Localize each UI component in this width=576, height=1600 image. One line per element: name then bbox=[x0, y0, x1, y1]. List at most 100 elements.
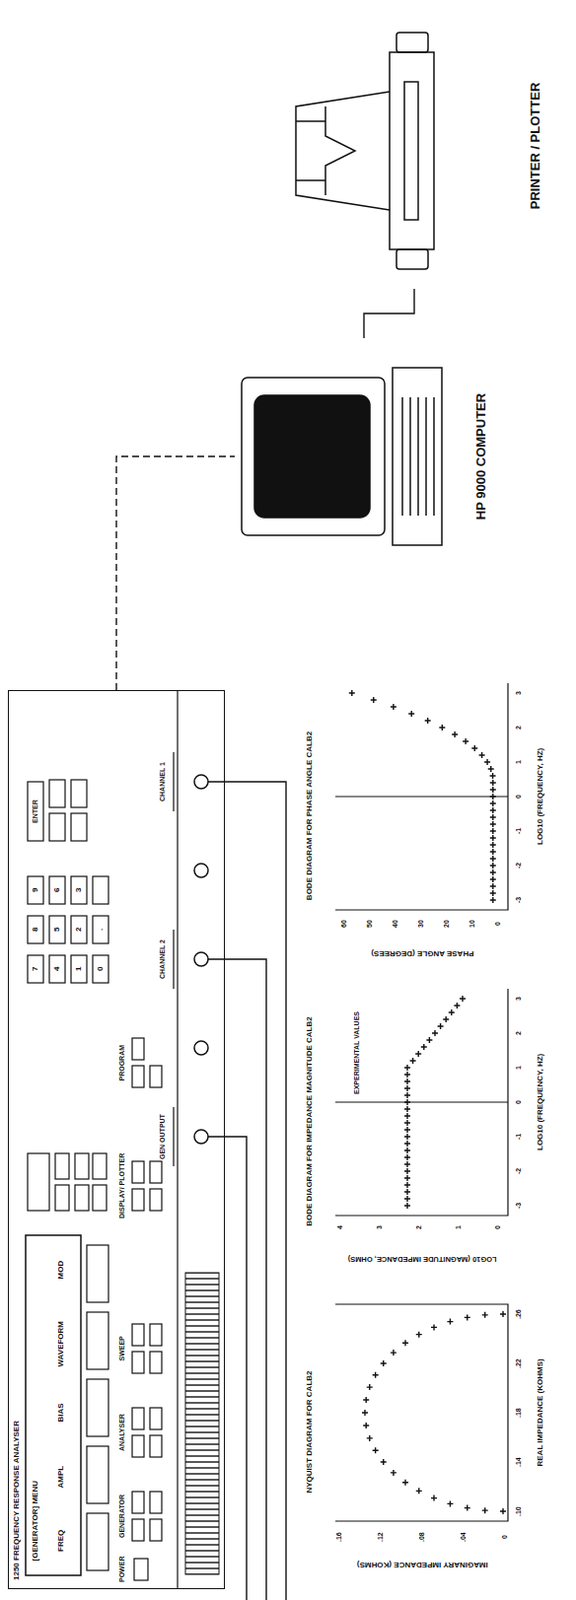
printer-drawing bbox=[295, 120, 326, 123]
analyser-panel bbox=[149, 1436, 162, 1458]
data-point bbox=[404, 1127, 411, 1134]
chart-label: -1 bbox=[514, 1134, 523, 1141]
printer-drawing bbox=[404, 81, 419, 220]
printer-drawing bbox=[396, 249, 429, 270]
data-point bbox=[404, 1113, 411, 1120]
data-point bbox=[416, 1332, 423, 1339]
panel-legend: 9 bbox=[31, 888, 41, 893]
panel-legend: FREQ bbox=[57, 1530, 67, 1553]
data-point bbox=[402, 1340, 409, 1347]
chart-label: 2 bbox=[514, 725, 523, 730]
data-point bbox=[404, 1120, 411, 1127]
input-jacks bbox=[194, 775, 209, 790]
panel-legend: BIAS bbox=[57, 1403, 67, 1423]
chart-label: 2 bbox=[415, 1225, 424, 1230]
analyser-panel bbox=[74, 1185, 89, 1212]
analyser-panel bbox=[27, 782, 44, 842]
data-point bbox=[349, 690, 356, 697]
panel-legend: AMPL bbox=[57, 1466, 67, 1490]
data-point bbox=[410, 1058, 417, 1065]
data-point bbox=[437, 1023, 444, 1030]
data-point bbox=[490, 869, 497, 876]
data-point bbox=[404, 1072, 411, 1079]
input-jacks bbox=[194, 1130, 209, 1145]
chart-label: 0 bbox=[501, 1535, 509, 1540]
chart-label: 60 bbox=[340, 920, 349, 929]
panel-legend: ANALYSER bbox=[118, 1414, 127, 1452]
panel-legend: 1 bbox=[74, 967, 84, 972]
analyser-panel bbox=[49, 813, 66, 842]
analyser-panel bbox=[132, 1161, 144, 1184]
printer-drawing bbox=[295, 179, 326, 182]
chart-label: .10 bbox=[514, 1507, 523, 1517]
analyser-panel bbox=[86, 1446, 109, 1505]
panel-legend: DISPLAY/ PLOTTER bbox=[118, 1153, 127, 1220]
analyser-panel bbox=[86, 1245, 109, 1303]
analyser-panel bbox=[25, 1235, 81, 1577]
printer-drawing bbox=[396, 32, 429, 53]
data-point bbox=[404, 1085, 411, 1092]
computer-drawing bbox=[425, 397, 428, 516]
analyser-panel bbox=[176, 690, 178, 1590]
analyser-panel bbox=[92, 1185, 107, 1212]
chart-label: .04 bbox=[459, 1532, 468, 1543]
analyser-panel bbox=[172, 1107, 174, 1167]
analyser-panel bbox=[74, 1153, 89, 1180]
chart-label: .22 bbox=[514, 1359, 523, 1369]
data-point bbox=[402, 1480, 409, 1487]
data-point bbox=[415, 1051, 422, 1058]
chart-label: -1 bbox=[514, 828, 523, 835]
data-point bbox=[380, 1361, 387, 1368]
panel-legend: 8 bbox=[31, 928, 41, 933]
chart-label: -2 bbox=[514, 863, 523, 869]
printer-drawing bbox=[325, 106, 356, 196]
computer-drawing bbox=[254, 395, 370, 518]
chart-label: 0 bbox=[494, 1225, 503, 1230]
data-point bbox=[490, 821, 497, 828]
chart-label: 0 bbox=[514, 794, 523, 799]
data-point bbox=[484, 759, 491, 766]
data-point bbox=[416, 1488, 423, 1495]
data-point bbox=[471, 745, 478, 752]
chart-label: 30 bbox=[417, 920, 426, 929]
chart-label: 3 bbox=[375, 1225, 384, 1230]
data-point bbox=[446, 1501, 453, 1508]
cable bbox=[116, 456, 235, 691]
chart-axes bbox=[335, 1101, 508, 1103]
data-point bbox=[361, 1410, 368, 1417]
data-point bbox=[404, 1092, 411, 1099]
data-point bbox=[404, 1196, 411, 1203]
analyser-panel bbox=[132, 1436, 144, 1458]
chart-label: .12 bbox=[376, 1532, 385, 1543]
computer-drawing bbox=[432, 397, 435, 516]
data-point bbox=[453, 1003, 460, 1009]
analyser-panel bbox=[71, 955, 87, 984]
analyser-panel bbox=[134, 1559, 148, 1582]
data-point bbox=[372, 1447, 379, 1454]
data-point bbox=[372, 1372, 379, 1379]
analyser-panel bbox=[132, 1038, 144, 1061]
chart-label: -2 bbox=[514, 1168, 523, 1175]
computer-drawing bbox=[409, 397, 412, 516]
chart-label: EXPERIMENTAL VALUES bbox=[353, 1011, 361, 1095]
chart-title: NYQUIST DIAGRAM FOR CALB2 bbox=[304, 1371, 314, 1495]
chart-axes bbox=[335, 1304, 508, 1522]
analyser-panel bbox=[92, 916, 109, 944]
data-points bbox=[349, 690, 506, 1515]
chart-label: 2 bbox=[514, 1031, 523, 1036]
data-point bbox=[488, 766, 495, 773]
chart-label: 0 bbox=[514, 1100, 523, 1105]
input-jacks bbox=[194, 775, 209, 1145]
chart-label: 1 bbox=[514, 760, 523, 765]
data-point bbox=[366, 1436, 373, 1442]
data-point bbox=[404, 1189, 411, 1196]
analyser-panel bbox=[132, 1408, 144, 1431]
analyser-panel bbox=[132, 1492, 144, 1514]
chart-title: BODE DIAGRAM FOR IMPEDANCE MAGNITUDE CAL… bbox=[304, 1016, 314, 1226]
analyser-panel bbox=[55, 1153, 70, 1180]
data-point bbox=[404, 1134, 411, 1141]
analyser-panel bbox=[86, 1379, 109, 1438]
analyser-panel bbox=[71, 813, 87, 842]
data-point bbox=[425, 718, 432, 724]
